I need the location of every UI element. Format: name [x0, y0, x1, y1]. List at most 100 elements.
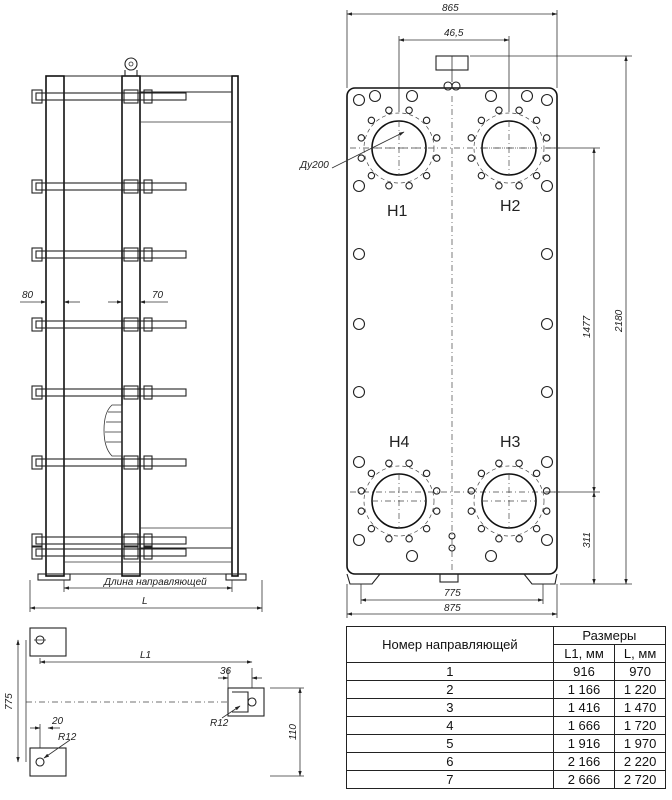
perimeter-bolt: [540, 317, 554, 331]
tie-bolt: [31, 179, 187, 194]
bolt-hole: [467, 154, 476, 162]
tie-bolt: [31, 545, 187, 560]
port-label-h4: Н4: [389, 434, 410, 451]
tie-bolt: [31, 89, 187, 104]
dim-guide-l1: L1: [140, 650, 151, 661]
front-view: Н1 Н2 Н3 Н4 Ду200 865 46,5 2180 1477 311: [299, 3, 632, 618]
dim-overall-height: 2180: [614, 309, 625, 333]
bolt-hole: [422, 116, 431, 125]
nominal-diameter-label: Ду200: [299, 160, 329, 171]
plate-pack-cutout: [103, 404, 123, 457]
bolt-hole: [422, 469, 431, 478]
front-foot-right: [523, 573, 558, 585]
front-foot-left: [346, 573, 381, 585]
cell-l: 1 720: [614, 716, 666, 735]
lifting-eye: [124, 57, 138, 71]
cell-l: 1 470: [614, 698, 666, 717]
port-bolt-holes: [357, 106, 551, 543]
bolt-hole: [532, 171, 541, 180]
port-label-h1: Н1: [387, 203, 408, 220]
bolt-hole: [532, 116, 541, 125]
bolt-hole: [357, 154, 366, 162]
cell-l1: 2 166: [552, 752, 616, 771]
table-header-l: L, мм: [614, 644, 666, 663]
support-foot-left: [37, 573, 71, 581]
perimeter-bolts: [352, 89, 554, 563]
perimeter-bolt: [540, 455, 554, 469]
cell-number: 4: [346, 716, 554, 735]
bolt-hole: [385, 459, 393, 468]
cell-number: 7: [346, 770, 554, 789]
bolt-hole: [477, 171, 486, 180]
bolt-hole: [367, 171, 376, 180]
drain-hole: [448, 532, 456, 540]
table-header-number: Номер направляющей: [346, 626, 554, 663]
bolt-hole: [385, 181, 393, 190]
cell-l1: 1 916: [552, 734, 616, 753]
bolt-hole: [467, 134, 476, 142]
dim-foot-spacing: 775: [444, 588, 461, 599]
dim-guide-r12-top: R12: [210, 718, 229, 729]
bolt-hole: [515, 534, 523, 543]
support-column: [231, 75, 239, 577]
perimeter-bolt: [484, 89, 498, 103]
bolt-hole: [532, 469, 541, 478]
perimeter-bolt: [352, 455, 366, 469]
dim-guide-110: 110: [288, 724, 299, 740]
bolt-hole: [367, 469, 376, 478]
bolt-hole: [432, 154, 441, 162]
perimeter-bolt: [540, 179, 554, 193]
perimeter-bolt: [540, 93, 554, 107]
perimeter-bolt: [352, 247, 366, 261]
bolt-hole: [495, 181, 503, 190]
perimeter-bolt: [484, 549, 498, 563]
bolt-hole: [367, 524, 376, 533]
guide-detail: L1 36 R12 775 110 20 R12: [4, 627, 304, 777]
pressure-plate: [121, 75, 141, 577]
perimeter-bolt: [352, 93, 366, 107]
port-label-h2: Н2: [500, 198, 521, 215]
dim-overall-width: 865: [442, 3, 459, 14]
bolt-hole: [405, 181, 413, 190]
perimeter-bolt: [352, 533, 366, 547]
tie-bolts: [31, 89, 187, 560]
bolt-hole: [467, 507, 476, 515]
bolt-hole: [357, 507, 366, 515]
bolt-hole: [367, 116, 376, 125]
guide-end-bottom: [29, 747, 67, 777]
support-foot-right: [225, 573, 247, 581]
perimeter-bolt: [520, 89, 534, 103]
tie-bolt: [31, 247, 187, 262]
perimeter-bolt: [540, 533, 554, 547]
dim-guide-length: Длина направляющей: [103, 577, 207, 588]
cell-l1: 1 666: [552, 716, 616, 735]
port-label-h3: Н3: [500, 434, 521, 451]
cell-l: 1 220: [614, 680, 666, 699]
dim-guide-775: 775: [4, 693, 15, 710]
drain-hole: [448, 544, 456, 552]
guide-dimensions-table: Номер направляющей Размеры L1, мм L, мм …: [346, 626, 667, 789]
fixed-frame-plate: [45, 75, 65, 577]
perimeter-bolt: [540, 385, 554, 399]
bolt-hole: [467, 487, 476, 495]
dim-total-length: L: [142, 596, 148, 607]
bolt-hole: [405, 106, 413, 115]
tie-bolt: [31, 533, 187, 548]
bolt-hole: [422, 171, 431, 180]
bolt-hole: [542, 487, 551, 495]
dim-guide-36: 36: [220, 666, 232, 677]
bolt-hole: [495, 106, 503, 115]
dim-vertical-spacing: 1477: [582, 315, 593, 338]
perimeter-bolt: [352, 179, 366, 193]
bolt-hole: [357, 487, 366, 495]
bolt-hole: [515, 106, 523, 115]
cell-l1: 1 166: [552, 680, 616, 699]
bolt-hole: [477, 469, 486, 478]
bolt-hole: [495, 459, 503, 468]
bolt-hole: [542, 134, 551, 142]
